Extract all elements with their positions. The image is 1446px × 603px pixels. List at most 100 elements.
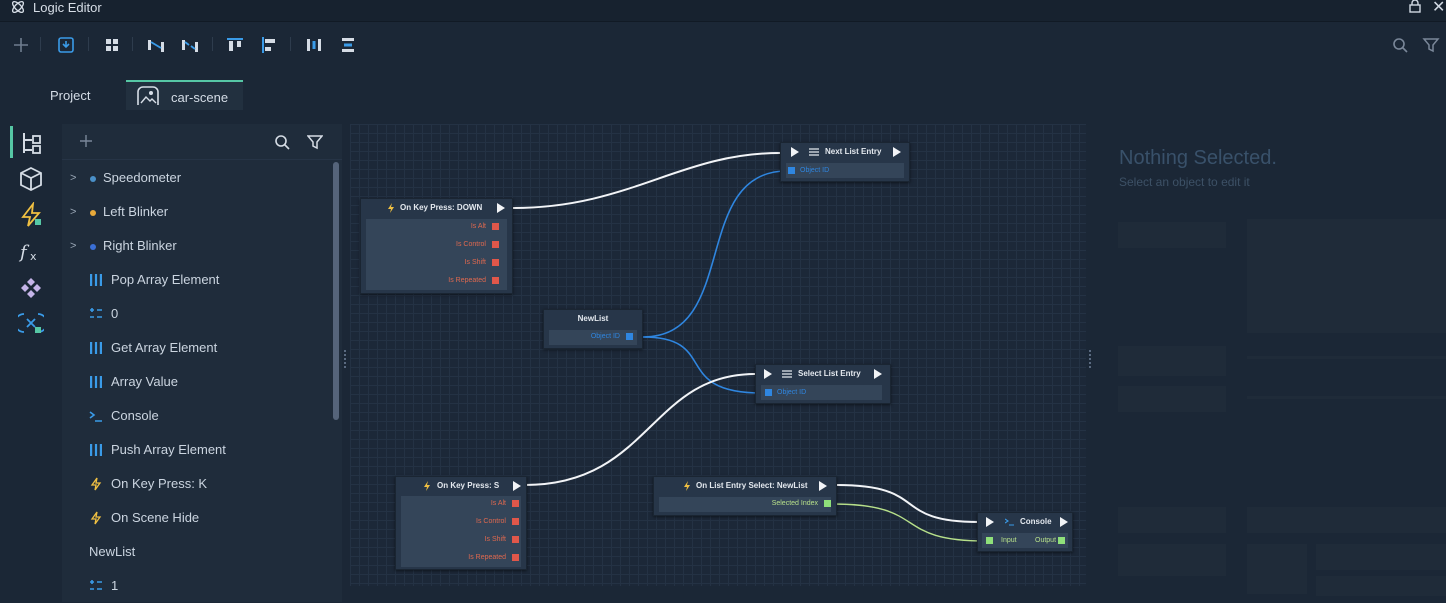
- node-on-key-press-down[interactable]: On Key Press: DOWN Is Alt Is Control Is …: [360, 198, 513, 294]
- exec-output-pin[interactable]: [497, 203, 505, 213]
- inspector-panel: Nothing Selected. Select an object to ed…: [1096, 124, 1446, 602]
- tree-scrollbar[interactable]: [333, 162, 339, 420]
- tree-search-icon[interactable]: [274, 134, 290, 150]
- exec-output-pin[interactable]: [513, 481, 521, 491]
- search-icon[interactable]: [1391, 36, 1409, 54]
- pin-is-repeated[interactable]: Is Repeated: [468, 549, 519, 567]
- hierarchy-icon[interactable]: [18, 130, 44, 156]
- pin-label: Is Repeated: [448, 277, 486, 284]
- exec-output-pin[interactable]: [819, 481, 827, 491]
- tree-item-right-blinker[interactable]: > Right Blinker: [62, 229, 332, 263]
- save-icon[interactable]: [57, 36, 75, 54]
- tree-item-push-array-element[interactable]: Push Array Element: [62, 433, 332, 467]
- tree-filter-icon[interactable]: [307, 134, 323, 150]
- node-console[interactable]: Console Input Output: [977, 512, 1073, 552]
- exec-input-pin[interactable]: [764, 369, 772, 379]
- number-pin-icon[interactable]: [986, 537, 993, 544]
- pin-is-shift[interactable]: Is Shift: [465, 254, 499, 272]
- object-pin-icon[interactable]: [765, 389, 772, 396]
- bool-pin-icon[interactable]: [492, 240, 499, 248]
- pin-is-repeated[interactable]: Is Repeated: [448, 272, 499, 290]
- chevron-right-icon[interactable]: >: [70, 172, 77, 184]
- tree-item-speedometer[interactable]: > Speedometer: [62, 161, 332, 195]
- variables-icon[interactable]: [18, 310, 44, 336]
- bool-pin-icon[interactable]: [512, 517, 519, 525]
- node-body: Selected Index: [659, 497, 831, 512]
- unlink-nodes-icon[interactable]: [181, 36, 199, 54]
- toolbar-divider: [88, 37, 89, 51]
- node-header[interactable]: On Key Press: DOWN: [361, 199, 512, 217]
- number-icon: [90, 308, 102, 318]
- object-pin-icon[interactable]: [788, 167, 795, 174]
- node-header[interactable]: On List Entry Select: NewList: [654, 477, 836, 495]
- link-nodes-icon[interactable]: [147, 36, 165, 54]
- tree-item-get-array-element[interactable]: Get Array Element: [62, 331, 332, 365]
- pin-input[interactable]: Input: [1001, 537, 1017, 544]
- logic-graph-canvas[interactable]: On Key Press: DOWN Is Alt Is Control Is …: [350, 124, 1086, 586]
- object-cube-icon[interactable]: [18, 166, 44, 192]
- chevron-right-icon[interactable]: >: [70, 240, 77, 252]
- pin-output[interactable]: Output: [1035, 537, 1057, 544]
- pin-is-control[interactable]: Is Control: [456, 236, 499, 254]
- exec-input-pin[interactable]: [791, 147, 799, 157]
- bool-pin-icon[interactable]: [512, 499, 519, 507]
- lock-icon[interactable]: [1408, 0, 1422, 18]
- node-newlist[interactable]: NewList Object ID: [543, 309, 643, 349]
- add-item-icon[interactable]: [79, 134, 93, 148]
- align-top-icon[interactable]: [226, 36, 244, 54]
- tree-item-newlist[interactable]: NewList: [62, 535, 332, 569]
- tree-item-console[interactable]: Console: [62, 399, 332, 433]
- node-next-list-entry[interactable]: Next List Entry Object ID: [780, 142, 910, 182]
- align-left-icon[interactable]: [260, 36, 278, 54]
- bool-pin-icon[interactable]: [492, 258, 499, 266]
- pin-is-control[interactable]: Is Control: [476, 513, 519, 531]
- tab-car-scene[interactable]: car-scene: [126, 80, 243, 110]
- node-on-key-press-s[interactable]: On Key Press: S Is Alt Is Control Is Shi…: [395, 476, 527, 570]
- node-header[interactable]: Next List Entry: [781, 143, 909, 161]
- close-icon[interactable]: ✕: [1432, 0, 1446, 16]
- bool-pin-icon[interactable]: [512, 553, 519, 561]
- pin-object-id[interactable]: Object ID: [800, 167, 830, 174]
- events-icon[interactable]: [18, 202, 44, 228]
- node-header[interactable]: Console: [978, 513, 1072, 531]
- tree-item-number-1[interactable]: 1: [62, 569, 332, 603]
- number-pin-icon[interactable]: [1058, 537, 1065, 544]
- bool-pin-icon[interactable]: [492, 222, 499, 230]
- right-splitter-handle[interactable]: [1089, 350, 1091, 368]
- node-select-list-entry[interactable]: Select List Entry Object ID: [755, 364, 891, 404]
- tree-item-array-value[interactable]: Array Value: [62, 365, 332, 399]
- tree-item-number-0[interactable]: 0: [62, 297, 332, 331]
- exec-input-pin[interactable]: [986, 517, 994, 527]
- pin-selected-index[interactable]: Selected Index: [772, 495, 831, 513]
- tree-item-on-key-press-k[interactable]: On Key Press: K: [62, 467, 332, 501]
- bool-pin-icon[interactable]: [512, 535, 519, 543]
- tree-item-on-scene-hide[interactable]: On Scene Hide: [62, 501, 332, 535]
- node-header[interactable]: Select List Entry: [756, 365, 890, 383]
- filter-icon[interactable]: [1422, 36, 1440, 54]
- tree-item-left-blinker[interactable]: > Left Blinker: [62, 195, 332, 229]
- distribute-horizontal-icon[interactable]: [305, 36, 323, 54]
- node-header[interactable]: On Key Press: S: [396, 477, 526, 495]
- pin-is-alt[interactable]: Is Alt: [491, 495, 519, 513]
- left-splitter-handle[interactable]: [344, 350, 346, 368]
- pin-is-alt[interactable]: Is Alt: [471, 218, 499, 236]
- add-icon[interactable]: [12, 36, 30, 54]
- bool-pin-icon[interactable]: [492, 276, 499, 284]
- tab-project[interactable]: Project: [34, 80, 108, 110]
- grid-icon[interactable]: [103, 36, 121, 54]
- pin-object-id[interactable]: Object ID: [591, 328, 633, 346]
- tree-item-pop-array-element[interactable]: Pop Array Element: [62, 263, 332, 297]
- exec-output-pin[interactable]: [893, 147, 901, 157]
- pin-is-shift[interactable]: Is Shift: [485, 531, 519, 549]
- components-icon[interactable]: [18, 274, 44, 300]
- tree-item-label: 1: [111, 578, 119, 593]
- exec-output-pin[interactable]: [1060, 517, 1068, 527]
- pin-object-id[interactable]: Object ID: [777, 389, 807, 396]
- number-pin-icon[interactable]: [824, 499, 831, 507]
- object-pin-icon[interactable]: [626, 332, 633, 340]
- node-on-list-entry-select[interactable]: On List Entry Select: NewList Selected I…: [653, 476, 837, 516]
- distribute-vertical-icon[interactable]: [339, 36, 357, 54]
- exec-output-pin[interactable]: [874, 369, 882, 379]
- chevron-right-icon[interactable]: >: [70, 206, 77, 218]
